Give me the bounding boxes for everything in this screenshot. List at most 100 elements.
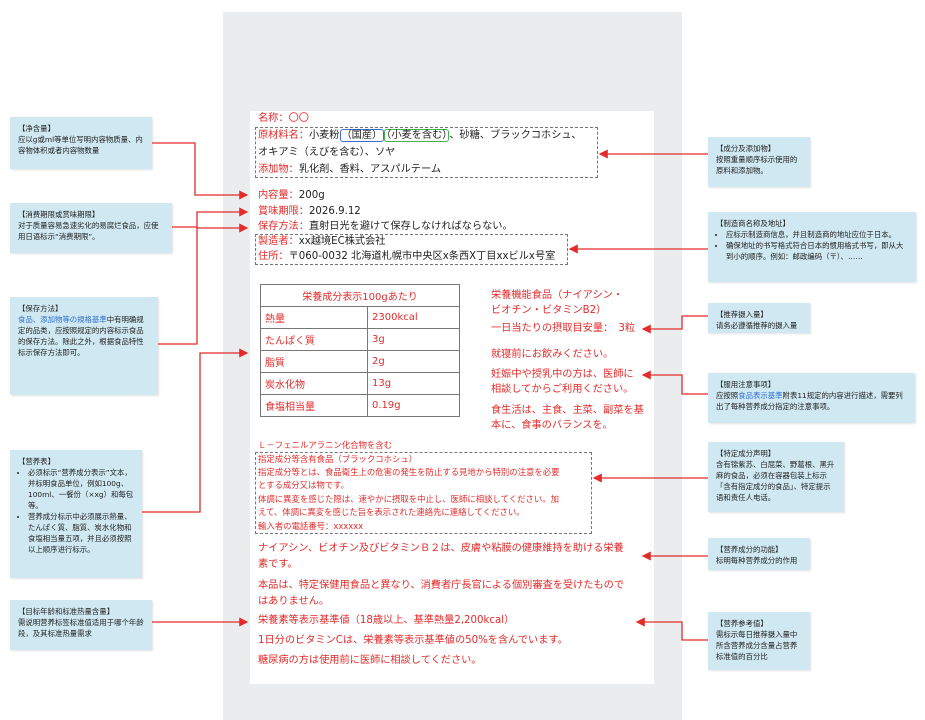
- note-title: 【营养表】: [18, 457, 55, 466]
- label-value: 直射日光を避けて保存しなければならない。: [308, 221, 513, 232]
- nutrient-value: 0.19g: [367, 394, 460, 417]
- list-item: 必须标示“营养成分表示”文本，并标明食品单位，例如100g、100ml、一餐份（…: [28, 467, 134, 511]
- note-usage-caution: 【服用注意事项】 应按照食品表示基準附表11规定的内容进行描述，需要列出了每种营…: [708, 373, 915, 423]
- raw-item: 小麦粉: [308, 130, 340, 141]
- note-body: 请务必遵循推荐的摄入量: [716, 321, 798, 330]
- function-claim-line-1: 栄養機能食品（ナイアシン・: [491, 290, 624, 301]
- note-title: 【消费期限或赏味期限】: [18, 210, 100, 219]
- note-body: 需说明营养标签标准值适用于哪个年龄段，及其标准热量需求: [18, 618, 144, 638]
- importer-phone: 輸入者の電話番号：xxxxxx: [258, 521, 364, 531]
- usage-advice: 就寝前にお飲みください。: [491, 349, 614, 360]
- arrow-nutrition-table: [142, 348, 249, 513]
- table-row: 食塩相当量 0.19g: [260, 394, 460, 417]
- function-claim-line-2: ビオチン・ビタミンB2）: [491, 305, 607, 316]
- storage-row: 保存方法：直射日光を避けて保存しなければならない。: [258, 220, 513, 234]
- arrow-storage: [158, 223, 249, 345]
- note-body: 含有锦紫苏、白屈菜、野葛根、黑升麻的食品，必须在容器包装上标示「含有指定成分的食…: [716, 460, 835, 502]
- label-key: 名称：: [258, 113, 289, 124]
- ingredients-box: [255, 127, 598, 178]
- nutrient-function-line-1: ナイアシン、ビオチン及びビタミンＢ２は、皮膚や粘膜の健康維持を助ける栄養: [258, 543, 624, 554]
- note-manufacturer: 【制造商名称及地址】 应标示制造商信息，并且制造商的地址应位于日本。 确保地址的…: [708, 212, 916, 282]
- net-content-row: 内容量：200g: [258, 189, 325, 203]
- expiry-row: 賞味期限：2026.9.12: [258, 205, 361, 219]
- note-title: 【营养成分的功能】: [716, 545, 783, 554]
- note-reference-values: 【营养参考值】 需标示每日推荐摄入量中所含营养成分含量占营养标准值的百分比: [708, 612, 810, 670]
- nutrition-facts-table: 栄養成分表示100gあたり 熱量 2300kcal たんぱく質 3g 脂質 2g…: [260, 284, 460, 417]
- arrow-reference: [635, 617, 708, 641]
- arrow-net-content: [152, 142, 249, 200]
- raw-materials-row: 原材料名：小麦粉（国産）（小麦を含む）、砂糖、ブラックコホシュ、: [258, 129, 582, 143]
- nutrient-value: 2g: [367, 350, 460, 373]
- note-title: 【保存方法】: [18, 304, 63, 313]
- specific-line: 指定成分等含有食品（ブラックコホシュ）: [258, 454, 418, 464]
- manufacturer-box: [255, 234, 568, 265]
- note-body-prefix: 应按照: [716, 391, 739, 400]
- caution-line-2: 相談してからご利用ください。: [491, 384, 634, 395]
- nutrient-function-line-2: 素です。: [258, 559, 298, 570]
- allergen-tag: （小麦を含む）: [384, 129, 450, 142]
- label-key: 保存方法：: [258, 221, 309, 232]
- label-key: 製造者：: [258, 236, 299, 247]
- daily-percentage: 1日分のビタミンCは、栄養素等表示基準値の50%を含んでいます。: [258, 635, 568, 646]
- address-row: 住所：〒060-0032 北海道札幌市中央区x条西X丁目xxビルx号室: [258, 250, 555, 264]
- raw-item: 、砂糖、ブラックコホシュ、: [449, 130, 582, 141]
- note-title: 【推荐摄入量】: [716, 310, 768, 319]
- note-title: 【制造商名称及地址】: [716, 219, 790, 228]
- note-title: 【成分及添加物】: [716, 144, 776, 153]
- label-key: 添加物：: [258, 164, 299, 175]
- specific-line: とする成分又は物です。: [258, 480, 350, 490]
- note-recommended-intake: 【推荐摄入量】 请务必遵循推荐的摄入量: [708, 303, 810, 333]
- note-body: 标明每种营养成分的作用: [716, 556, 798, 565]
- note-title: 【服用注意事项】: [716, 380, 776, 389]
- note-body: 附表11规定的内容进行描述，需要列出了每种营养成分指定的注意事项。: [716, 391, 903, 411]
- specific-ingredients-box: [255, 452, 592, 534]
- note-body: 对于质量容易急速劣化的易腐烂食品，应使用日语标示“消费期限”。: [18, 221, 159, 241]
- note-target-age: 【目标年龄和标准热量含量】 需说明营养标签标准值适用于哪个年龄段，及其标准热量需…: [10, 600, 152, 650]
- note-expiry: 【消费期限或赏味期限】 对于质量容易急速劣化的易腐烂食品，应使用日语标示“消费期…: [10, 203, 172, 253]
- arrow-expiry: [172, 207, 249, 228]
- product-name-row: 名称：〇〇: [258, 112, 309, 126]
- note-body: 中有明确规定的品类，应按照规定的内容标示食品的保存方法。除此之外，根据食品特性标…: [18, 315, 144, 357]
- label-value: 〒060-0032 北海道札幌市中央区x条西X丁目xxビルx号室: [288, 251, 556, 262]
- standards-link-text: 食品、添加物等の規格基準: [18, 315, 107, 324]
- label-key: 住所：: [258, 251, 289, 262]
- label-key: 内容量：: [258, 190, 299, 201]
- note-title: 【营养参考值】: [716, 619, 768, 628]
- note-title: 【净含量】: [18, 124, 55, 133]
- specific-line: えて、体調に異変を感じた旨を表示された連絡先に連絡してください。: [258, 507, 525, 517]
- list-item: 营养成分标示中必须展示熱量、たんぱく質、脂質、炭水化物和食塩相当量五项，并且必须…: [28, 511, 134, 555]
- table-row: 脂質 2g: [260, 350, 460, 373]
- label-key: 原材料名：: [258, 130, 309, 141]
- note-ingredients: 【成分及添加物】 按照重量顺序标示使用的原料和添加物。: [708, 137, 810, 187]
- reference-standard: 栄養素等表示基準値（18歳以上、基準熱量2,200kcal）: [258, 615, 515, 626]
- phenylalanine-notice: Ｌ－フェニルアラニン化合物を含む: [258, 440, 392, 450]
- table-row: 熱量 2300kcal: [260, 306, 460, 329]
- review-notice-line-1: 本品は、特定保健用食品と異なり、消費者庁長官による個別審査を受けたもので: [258, 580, 625, 591]
- note-body: 按照重量顺序标示使用的原料和添加物。: [716, 155, 798, 175]
- specific-line: 指定成分等とは、食品衛生上の危害の発生を防止する見地から特別の注意を必要: [258, 467, 560, 477]
- diet-line-1: 食生活は、主食、主菜、副菜を基: [491, 405, 644, 416]
- note-specific-ingredients: 【特定成分声明】 含有锦紫苏、白屈菜、野葛根、黑升麻的食品，必须在容器包装上标示…: [708, 442, 844, 512]
- list-item: 确保地址的书写格式符合日本的惯用格式书写，即从大到小的顺序。例如：邮政编码（〒）…: [726, 240, 908, 262]
- note-nutrition-table: 【营养表】 必须标示“营养成分表示”文本，并标明食品单位，例如100g、100m…: [10, 450, 142, 578]
- note-title: 【特定成分声明】: [716, 449, 776, 458]
- table-row: たんぱく質 3g: [260, 328, 460, 351]
- note-title: 【目标年龄和标准热量含量】: [18, 607, 115, 616]
- label-value: xx越境EC株式会社: [298, 236, 386, 247]
- note-body: 应以g或ml等单位写明内容物质量、内容物体积或者内容物数量: [18, 135, 143, 155]
- label-key: 賞味期限：: [258, 206, 309, 217]
- raw-materials-row-2: オキアミ（えびを含む）、ソヤ: [258, 147, 396, 158]
- arrow-intake: [641, 315, 708, 334]
- note-storage: 【保存方法】 食品、添加物等の規格基準中有明确规定的品类，应按照规定的内容标示食…: [10, 297, 158, 395]
- label-value: 2026.9.12: [308, 206, 361, 217]
- note-net-content: 【净含量】 应以g或ml等单位写明内容物质量、内容物体积或者内容物数量: [10, 117, 152, 169]
- list-item: 应标示制造商信息，并且制造商的地址应位于日本。: [726, 229, 908, 240]
- review-notice-line-2: はありません。: [258, 596, 330, 607]
- label-value: 200g: [298, 190, 325, 201]
- diet-line-2: 本に、食事のバランスを。: [491, 420, 613, 431]
- label-value: 乳化剤、香料、アスパルテーム: [298, 164, 442, 175]
- standards-link-text: 食品表示基準: [738, 391, 783, 400]
- note-nutrient-function: 【营养成分的功能】 标明每种营养成分的作用: [708, 538, 810, 570]
- origin-tag: （国産）: [339, 129, 385, 142]
